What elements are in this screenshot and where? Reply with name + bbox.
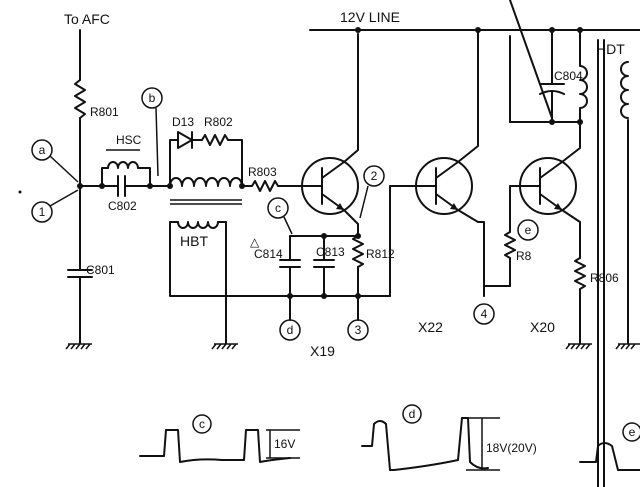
x22-emitter [435,193,485,297]
testpoint-3-text: 3 [355,323,362,337]
r812-resistor [352,235,364,268]
waveform-e [579,442,640,471]
c802-label: C802 [108,199,137,213]
hsc-lead-left [101,167,109,187]
r803-label: R803 [248,165,277,179]
r802-resistor [191,134,243,187]
waveform-d [361,417,489,471]
junction-bottom-c814 [287,293,293,299]
x22-emitter-arrow [450,203,458,210]
hdt-secondary [620,61,629,119]
hdt-primary [579,29,588,123]
hbt-lead-left [169,221,391,297]
marker-a [31,139,53,161]
junction-coil-left [167,183,173,189]
waveform-e-label: e [629,425,636,439]
marker-b-text: b [149,91,156,105]
x22-to-r8 [483,285,511,297]
c814-label: C814 [254,247,283,261]
c813-label: C813 [316,245,345,259]
r801-label: R801 [90,105,119,119]
line-12v-label: 12V LINE [340,9,400,25]
testpoint-3 [347,319,369,341]
waveform-c-amp: 16V [274,437,295,451]
d13-label: D13 [172,115,194,129]
marker-a-text: a [39,143,46,157]
marker-1-pointer [49,189,79,207]
ground-symbol-1 [65,343,92,350]
ground-symbol-3 [565,343,592,350]
hbt-lead-right [217,221,227,344]
marker-2-pointer [359,185,369,219]
to-afc-label: To AFC [64,11,110,27]
x22-label: X22 [418,319,443,335]
testpoint-d-text: d [287,323,294,337]
r802-label: R802 [204,115,233,129]
r812-label: R812 [366,247,395,261]
r8-label: R8 [516,249,532,263]
c814-delta: △ [250,235,260,249]
testpoint-4 [473,303,495,325]
x22-base-wire [389,185,427,297]
junction-c804-bottom [549,119,555,125]
x19-label: X19 [310,343,335,359]
diagonal-wire [509,0,553,119]
testpoint-4-text: 4 [481,307,488,321]
waveform-c [139,429,291,463]
c801-label: C801 [86,263,115,277]
marker-c-text: c [275,201,281,215]
x19-collector [321,33,359,179]
d13-diode [177,131,193,149]
marker-a-pointer [49,155,79,183]
x22-transistor [415,157,473,215]
hdt-label: HDT [596,41,625,57]
ground-symbol-2 [211,343,238,350]
x20-emitter-arrow [554,203,562,210]
junction-emitter [355,233,361,239]
waveform-e-marker [622,422,640,442]
marker-c-pointer [283,216,293,235]
marker-e-text: e [525,223,532,237]
r801-resistor [74,79,86,119]
hsc-label: HSC [116,133,142,147]
marker-b [141,87,163,109]
hbt-coil [177,221,219,229]
hdt-primary-coil [169,177,243,187]
waveform-d-marker [402,404,422,424]
ground-symbol-4 [615,343,640,350]
waveform-d-amp: 18V(20V) [486,441,537,455]
x20-collector [539,119,581,179]
junction-12v-x19 [355,27,361,33]
x20-label: X20 [530,319,555,335]
waveform-c-marker [192,414,212,434]
testpoint-d [279,319,301,341]
marker-1 [31,201,53,223]
marker-2-text: 2 [371,169,378,183]
c804-label: C804 [554,69,583,83]
d13-lead-left [169,139,179,187]
waveform-d-label: d [409,407,416,421]
r8-resistor [504,185,521,287]
stray-dot [18,190,22,194]
x22-collector [435,29,479,179]
junction-bottom-c813 [321,293,327,299]
x20-emitter [539,193,581,259]
marker-e [517,219,539,241]
hsc-lead-right [137,167,151,187]
waveform-c-label: c [199,417,205,431]
marker-b-pointer [155,107,159,177]
marker-1-text: 1 [39,205,46,219]
junction-bottom-r812 [355,293,361,299]
r806-resistor [574,257,586,344]
marker-c [267,197,289,219]
r803-resistor [241,180,301,192]
x19-emitter-arrow [336,203,344,210]
hsc-coil [107,161,139,169]
marker-2 [363,165,385,187]
hbt-label: HBT [180,233,208,249]
